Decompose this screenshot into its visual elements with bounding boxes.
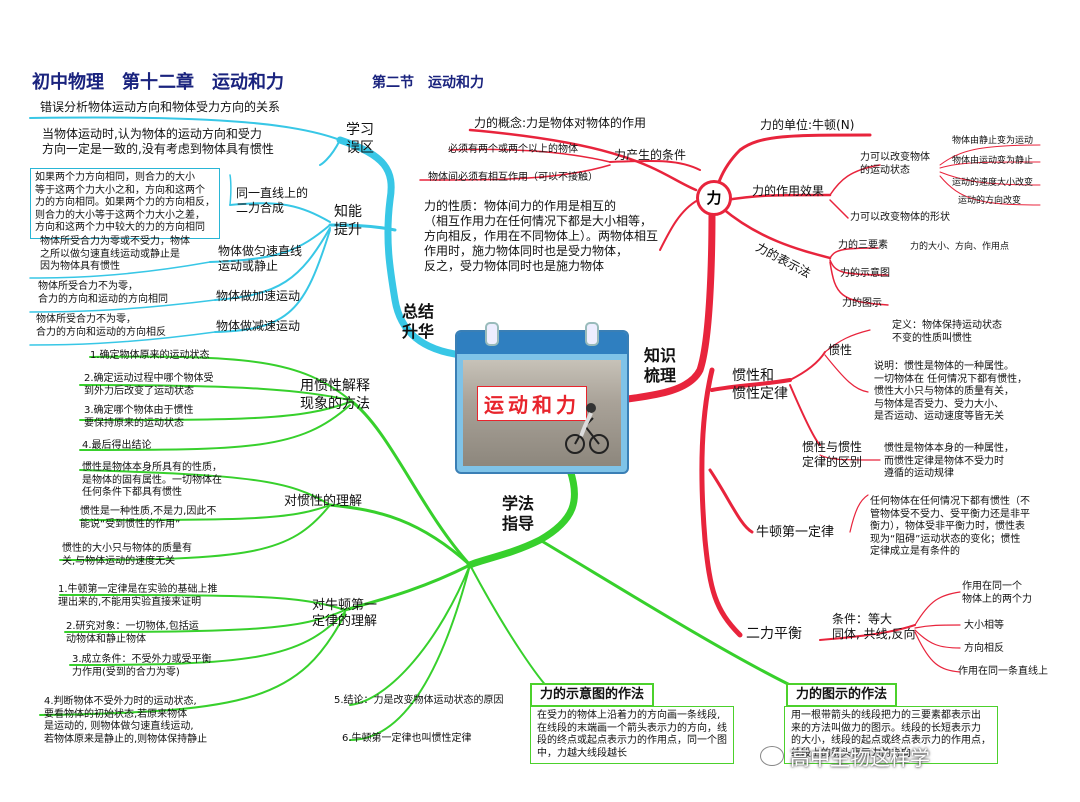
understand-2: 惯性是一种性质,不是力,因此不 能说“受到惯性的作用” bbox=[80, 506, 216, 531]
newton-point-3: 3.成立条件：不受外力或受平衡 力作用(受到的合力为零) bbox=[72, 654, 212, 679]
method-step-1: 1.确定物体原来的运动状态 bbox=[90, 350, 210, 363]
decelerate-label: 物体做减速运动 bbox=[216, 319, 300, 334]
inertia-diff-text: 惯性是物体本身的一种属性， 而惯性定律是物体不受力时 遵循的运动规律 bbox=[884, 443, 1014, 481]
schematic-label: 力的示意图 bbox=[840, 268, 890, 281]
force-effect-state: 力可以改变物体 的运动状态 bbox=[860, 152, 930, 177]
pitfall-text: 当物体运动时,认为物体的运动方向和受力 方向一定是一致的,没有考虑到物体具有惯性 bbox=[42, 127, 274, 157]
balance-condition: 条件：等大 同体, 共线,反向 bbox=[832, 612, 915, 642]
cyclist-icon bbox=[565, 396, 609, 456]
branch-method: 学法 指导 bbox=[502, 494, 534, 534]
uniform-motion-text: 物体所受合力为零或不受力，物体 之所以做匀速直线运动或静止是 因为物体具有惯性 bbox=[40, 236, 190, 274]
force-effect-shape: 力可以改变物体的形状 bbox=[850, 212, 950, 225]
accelerate-text: 物体所受合力不为零， 合力的方向和运动的方向相同 bbox=[38, 281, 168, 306]
branch-knowledge: 知识 梳理 bbox=[644, 346, 676, 386]
newton-law-label: 牛顿第一定律 bbox=[756, 525, 834, 541]
branch-summary: 总结 升华 bbox=[402, 302, 434, 342]
force-property: 力的性质：物体间力的作用是相互的 （相互作用力在任何情况下都是大小相等， 方向相… bbox=[424, 199, 658, 274]
understand-inertia-label: 对惯性的理解 bbox=[284, 494, 362, 510]
force-condition-1: 必须有两个或两个以上的物体 bbox=[448, 144, 578, 157]
inertia-diff-label: 惯性与惯性 定律的区别 bbox=[802, 440, 862, 470]
balance-cond-3: 方向相反 bbox=[964, 643, 1004, 656]
wechat-icon bbox=[760, 746, 784, 766]
balance-cond-4: 作用在同一条直线上 bbox=[958, 666, 1048, 679]
resultant-force-text: 如果两个力方向相同，则合力的大小 等于这两个力大小之和，方向和这两个 力的方向相… bbox=[30, 168, 220, 239]
force-condition-2: 物体间必须有相互作用（可以不接触） bbox=[428, 172, 598, 185]
watermark: 高中生物这样学 bbox=[790, 742, 930, 771]
accelerate-label: 物体做加速运动 bbox=[216, 289, 300, 304]
section-title: 第二节 运动和力 bbox=[372, 72, 484, 92]
resultant-force-label: 同一直线上的 二力合成 bbox=[236, 186, 308, 216]
decelerate-text: 物体所受合力不为零， 合力的方向和运动的方向相反 bbox=[36, 314, 166, 339]
force-effect-label: 力的作用效果 bbox=[752, 184, 824, 199]
page-title: 初中物理 第十二章 运动和力 bbox=[32, 68, 284, 94]
inertia-label: 惯性 bbox=[828, 343, 852, 358]
balance-cond-2: 大小相等 bbox=[964, 620, 1004, 633]
graphic-method-title: 力的图示的作法 bbox=[786, 683, 897, 707]
newton-law-text: 任何物体在任何情况下都有惯性（不 管物体受不受力、受平衡力还是非平 衡力），物体… bbox=[870, 496, 1030, 559]
uniform-motion-label: 物体做匀速直线 运动或静止 bbox=[218, 244, 302, 274]
newton-point-1: 1.牛顿第一定律是在实验的基础上推 理出来的,不能用实验直接来证明 bbox=[58, 584, 218, 609]
three-elements-label: 力的三要素 bbox=[838, 240, 888, 253]
calendar-header bbox=[457, 332, 627, 354]
state-change-3: 运动的速度大小改变 bbox=[952, 178, 1033, 189]
graphic-label: 力的图示 bbox=[842, 298, 882, 311]
learning-pitfall-label: 学习 误区 bbox=[346, 122, 374, 157]
balance-label: 二力平衡 bbox=[746, 626, 802, 644]
understand-1: 惯性是物体本身所具有的性质， 是物体的固有属性。一切物体在 任何条件下都具有惯性 bbox=[82, 462, 222, 500]
center-card: 运动和力 bbox=[455, 330, 629, 474]
state-change-4: 运动的方向改变 bbox=[958, 196, 1021, 207]
inertia-explain: 说明：惯性是物体的一种属性。 一切物体在 任何情况下都有惯性， 惯性大小只与物体… bbox=[874, 361, 1027, 424]
method-step-2: 2.确定运动过程中哪个物体受 到外力后改变了运动状态 bbox=[84, 373, 214, 398]
state-change-1: 物体由静止变为运动 bbox=[952, 136, 1033, 147]
understand-3: 惯性的大小只与物体的质量有 关,与物体运动的速度无关 bbox=[62, 543, 192, 568]
calendar-ring-icon bbox=[585, 322, 599, 346]
ability-label: 知能 提升 bbox=[334, 204, 362, 239]
method-step-4: 4.最后得出结论 bbox=[82, 440, 152, 453]
inertia-method-label: 用惯性解释 现象的方法 bbox=[300, 378, 370, 413]
force-node: 力 bbox=[696, 180, 732, 216]
understand-newton-label: 对牛顿第一 定律的理解 bbox=[312, 598, 377, 631]
newton-point-5: 5.结论：力是改变物体运动状态的原因 bbox=[334, 695, 504, 708]
force-unit: 力的单位:牛顿(N) bbox=[760, 118, 854, 133]
inertia-law-label: 惯性和 惯性定律 bbox=[732, 368, 788, 403]
force-conditions-label: 力产生的条件 bbox=[614, 148, 686, 163]
newton-point-4: 4.判断物体不受外力时的运动状态, 要看物体的初始状态,若原来物体 是运动的, … bbox=[44, 696, 207, 746]
force-concept: 力的概念:力是物体对物体的作用 bbox=[474, 116, 646, 131]
schematic-method-text: 在受力的物体上沿着力的方向画一条线段, 在线段的末端画一个箭头表示力的方向，线 … bbox=[530, 706, 734, 764]
state-change-2: 物体由运动变为静止 bbox=[952, 156, 1033, 167]
pitfall-title: 错误分析物体运动方向和物体受力方向的关系 bbox=[40, 100, 280, 115]
balance-cond-1: 作用在同一个 物体上的两个力 bbox=[962, 581, 1032, 606]
three-elements-text: 力的大小、方向、作用点 bbox=[910, 242, 1009, 253]
method-step-3: 3.确定哪个物体由于惯性 要保持原来的运动状态 bbox=[84, 405, 194, 430]
newton-point-6: 6.牛顿第一定律也叫惯性定律 bbox=[342, 733, 472, 746]
schematic-method-title: 力的示意图的作法 bbox=[530, 683, 654, 707]
inertia-definition: 定义：物体保持运动状态 不变的性质叫惯性 bbox=[892, 320, 1002, 345]
newton-point-2: 2.研究对象：一切物体,包括运 动物体和静止物体 bbox=[66, 621, 199, 646]
calendar-ring-icon bbox=[485, 322, 499, 346]
